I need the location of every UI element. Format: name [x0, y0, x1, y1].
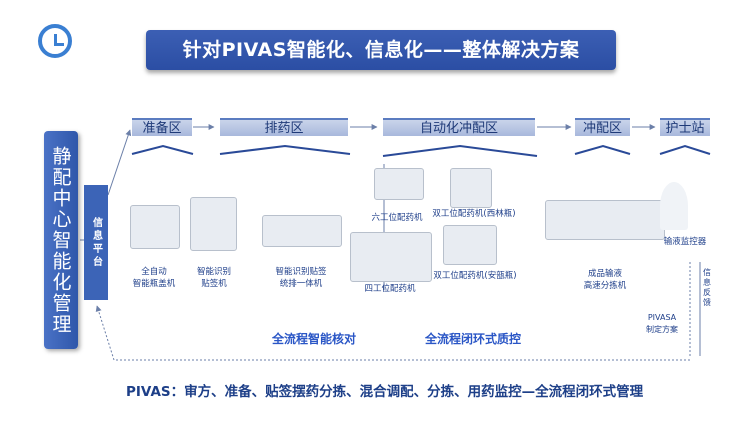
capper-label: 全自动 智能瓶盖机: [118, 266, 190, 290]
stage-nurse: 护士站: [660, 118, 710, 136]
side-title: 静配中心智能化管理: [44, 131, 78, 349]
check-text: 全流程智能核对: [272, 330, 356, 347]
stage-auto-mix: 自动化冲配区: [383, 118, 535, 136]
capper-machine-image: [130, 205, 180, 249]
dual-xilin-machine-image: [450, 168, 492, 208]
six-station-machine-image: [374, 168, 424, 200]
dual-ampoule-label: 双工位配药机(安瓿瓶): [430, 270, 520, 282]
six-station-label: 六工位配药机: [362, 212, 432, 224]
labeler-label: 智能识别 贴签机: [182, 266, 246, 290]
sorter-machine-image: [262, 215, 342, 247]
stage-prep: 准备区: [132, 118, 192, 136]
info-platform-box: 信息平台: [84, 185, 108, 300]
nurse-figure-image: [660, 182, 688, 230]
qc-text: 全流程闭环式质控: [425, 330, 521, 347]
bottom-summary: PIVAS：审方、准备、贴签摆药分拣、混合调配、分拣、用药监控—全流程闭环式管理: [126, 380, 643, 400]
pivasa-label: PIVASA 制定方案: [636, 312, 688, 336]
stage-mix: 冲配区: [575, 118, 630, 136]
sorter-label: 智能识别贴签 统排一体机: [260, 266, 342, 290]
conveyor-label: 成品输液 高速分拣机: [570, 268, 640, 292]
labeler-machine-image: [190, 197, 237, 251]
dual-xilin-label: 双工位配药机(西林瓶): [430, 208, 518, 220]
conveyor-machine-image: [545, 200, 665, 240]
stage-dispense: 排药区: [220, 118, 348, 136]
four-station-machine-image: [350, 232, 432, 282]
four-station-label: 四工位配药机: [350, 283, 430, 295]
dual-ampoule-machine-image: [443, 225, 497, 265]
feedback-label: 信息反馈: [702, 268, 712, 308]
monitor-label: 输液监控器: [660, 236, 710, 248]
